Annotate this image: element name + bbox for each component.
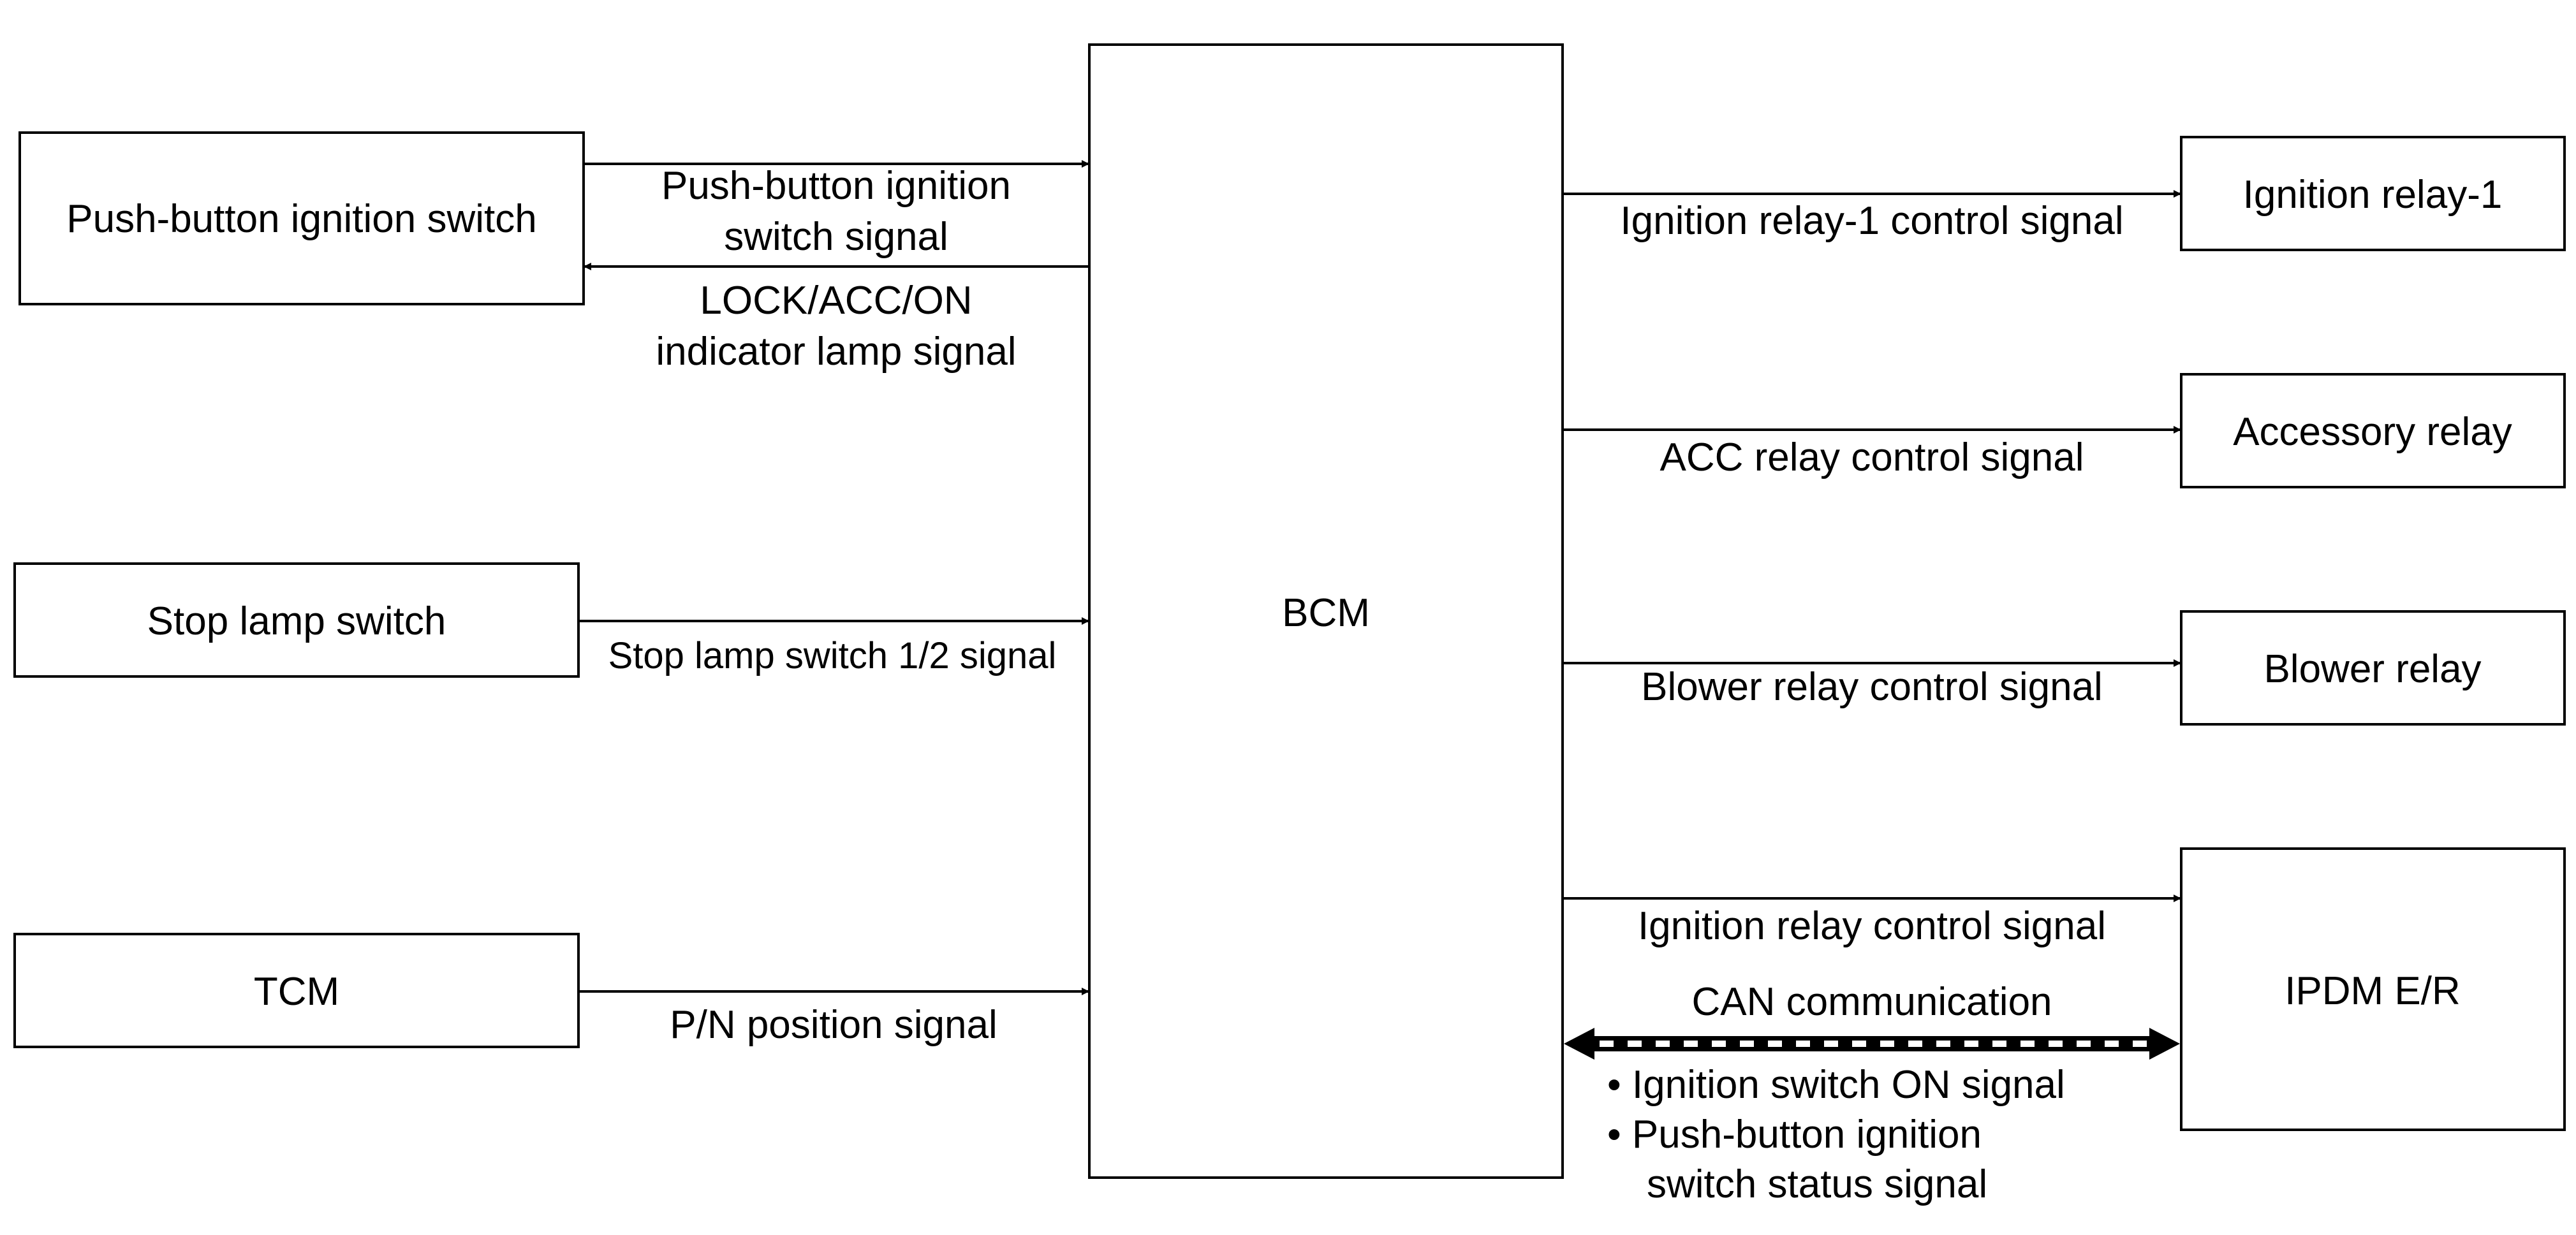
can-item-push-button-line1: • Push-button ignition [1607, 1113, 1982, 1157]
bcm-label: BCM [1282, 591, 1370, 635]
indicator-lamp-signal-label-line1: LOCK/ACC/ON [700, 279, 972, 323]
ignition-relay-1-label: Ignition relay-1 [2243, 173, 2503, 217]
ignition-relay-control-label: Ignition relay control signal [1638, 904, 2106, 948]
push-button-signal-label-line1: Push-button ignition [661, 164, 1011, 208]
can-communication-bus: CAN communication • Ignition switch ON s… [1564, 980, 2180, 1206]
can-item-push-button-line2: switch status signal [1647, 1162, 1987, 1206]
can-arrowhead-right [2149, 1028, 2180, 1060]
ignition-relay-1-control-label: Ignition relay-1 control signal [1620, 199, 2123, 243]
stop-lamp-signal-label: Stop lamp switch 1/2 signal [608, 635, 1057, 676]
push-button-ignition-switch-block: Push-button ignition switch [18, 131, 585, 305]
blower-relay-control-label: Blower relay control signal [1641, 665, 2103, 709]
acc-relay-control-label: ACC relay control signal [1660, 435, 2084, 479]
ipdm-er-block: IPDM E/R [2180, 847, 2566, 1131]
can-item-ignition-on: • Ignition switch ON signal [1607, 1063, 2065, 1107]
bcm-block: BCM [1088, 43, 1564, 1179]
pn-position-signal-label: P/N position signal [670, 1003, 997, 1047]
push-button-signal-connection: Push-button ignition switch signal [584, 160, 1089, 259]
blower-relay-block: Blower relay [2180, 610, 2566, 726]
ipdm-er-label: IPDM E/R [2285, 969, 2461, 1013]
push-button-signal-label-line2: switch signal [724, 215, 948, 259]
accessory-relay-label: Accessory relay [2233, 410, 2512, 454]
indicator-lamp-signal-connection: LOCK/ACC/ON indicator lamp signal [584, 263, 1089, 374]
ignition-relay-control-connection: Ignition relay control signal [1563, 895, 2181, 948]
stop-lamp-switch-block: Stop lamp switch [13, 562, 580, 678]
stop-lamp-switch-label: Stop lamp switch [147, 599, 446, 643]
ignition-relay-1-control-connection: Ignition relay-1 control signal [1563, 190, 2181, 243]
push-button-ignition-switch-label: Push-button ignition switch [66, 197, 537, 241]
pn-position-signal-connection: P/N position signal [578, 988, 1089, 1047]
can-communication-label: CAN communication [1691, 980, 2052, 1024]
stop-lamp-signal-connection: Stop lamp switch 1/2 signal [578, 617, 1089, 676]
can-arrowhead-left [1564, 1028, 1594, 1060]
blower-relay-control-connection: Blower relay control signal [1563, 659, 2181, 709]
blower-relay-label: Blower relay [2263, 647, 2481, 691]
acc-relay-control-connection: ACC relay control signal [1563, 426, 2181, 479]
tcm-block: TCM [13, 933, 580, 1048]
tcm-label: TCM [254, 970, 339, 1014]
indicator-lamp-signal-label-line2: indicator lamp signal [656, 330, 1016, 374]
accessory-relay-block: Accessory relay [2180, 373, 2566, 488]
ignition-relay-1-block: Ignition relay-1 [2180, 136, 2566, 251]
